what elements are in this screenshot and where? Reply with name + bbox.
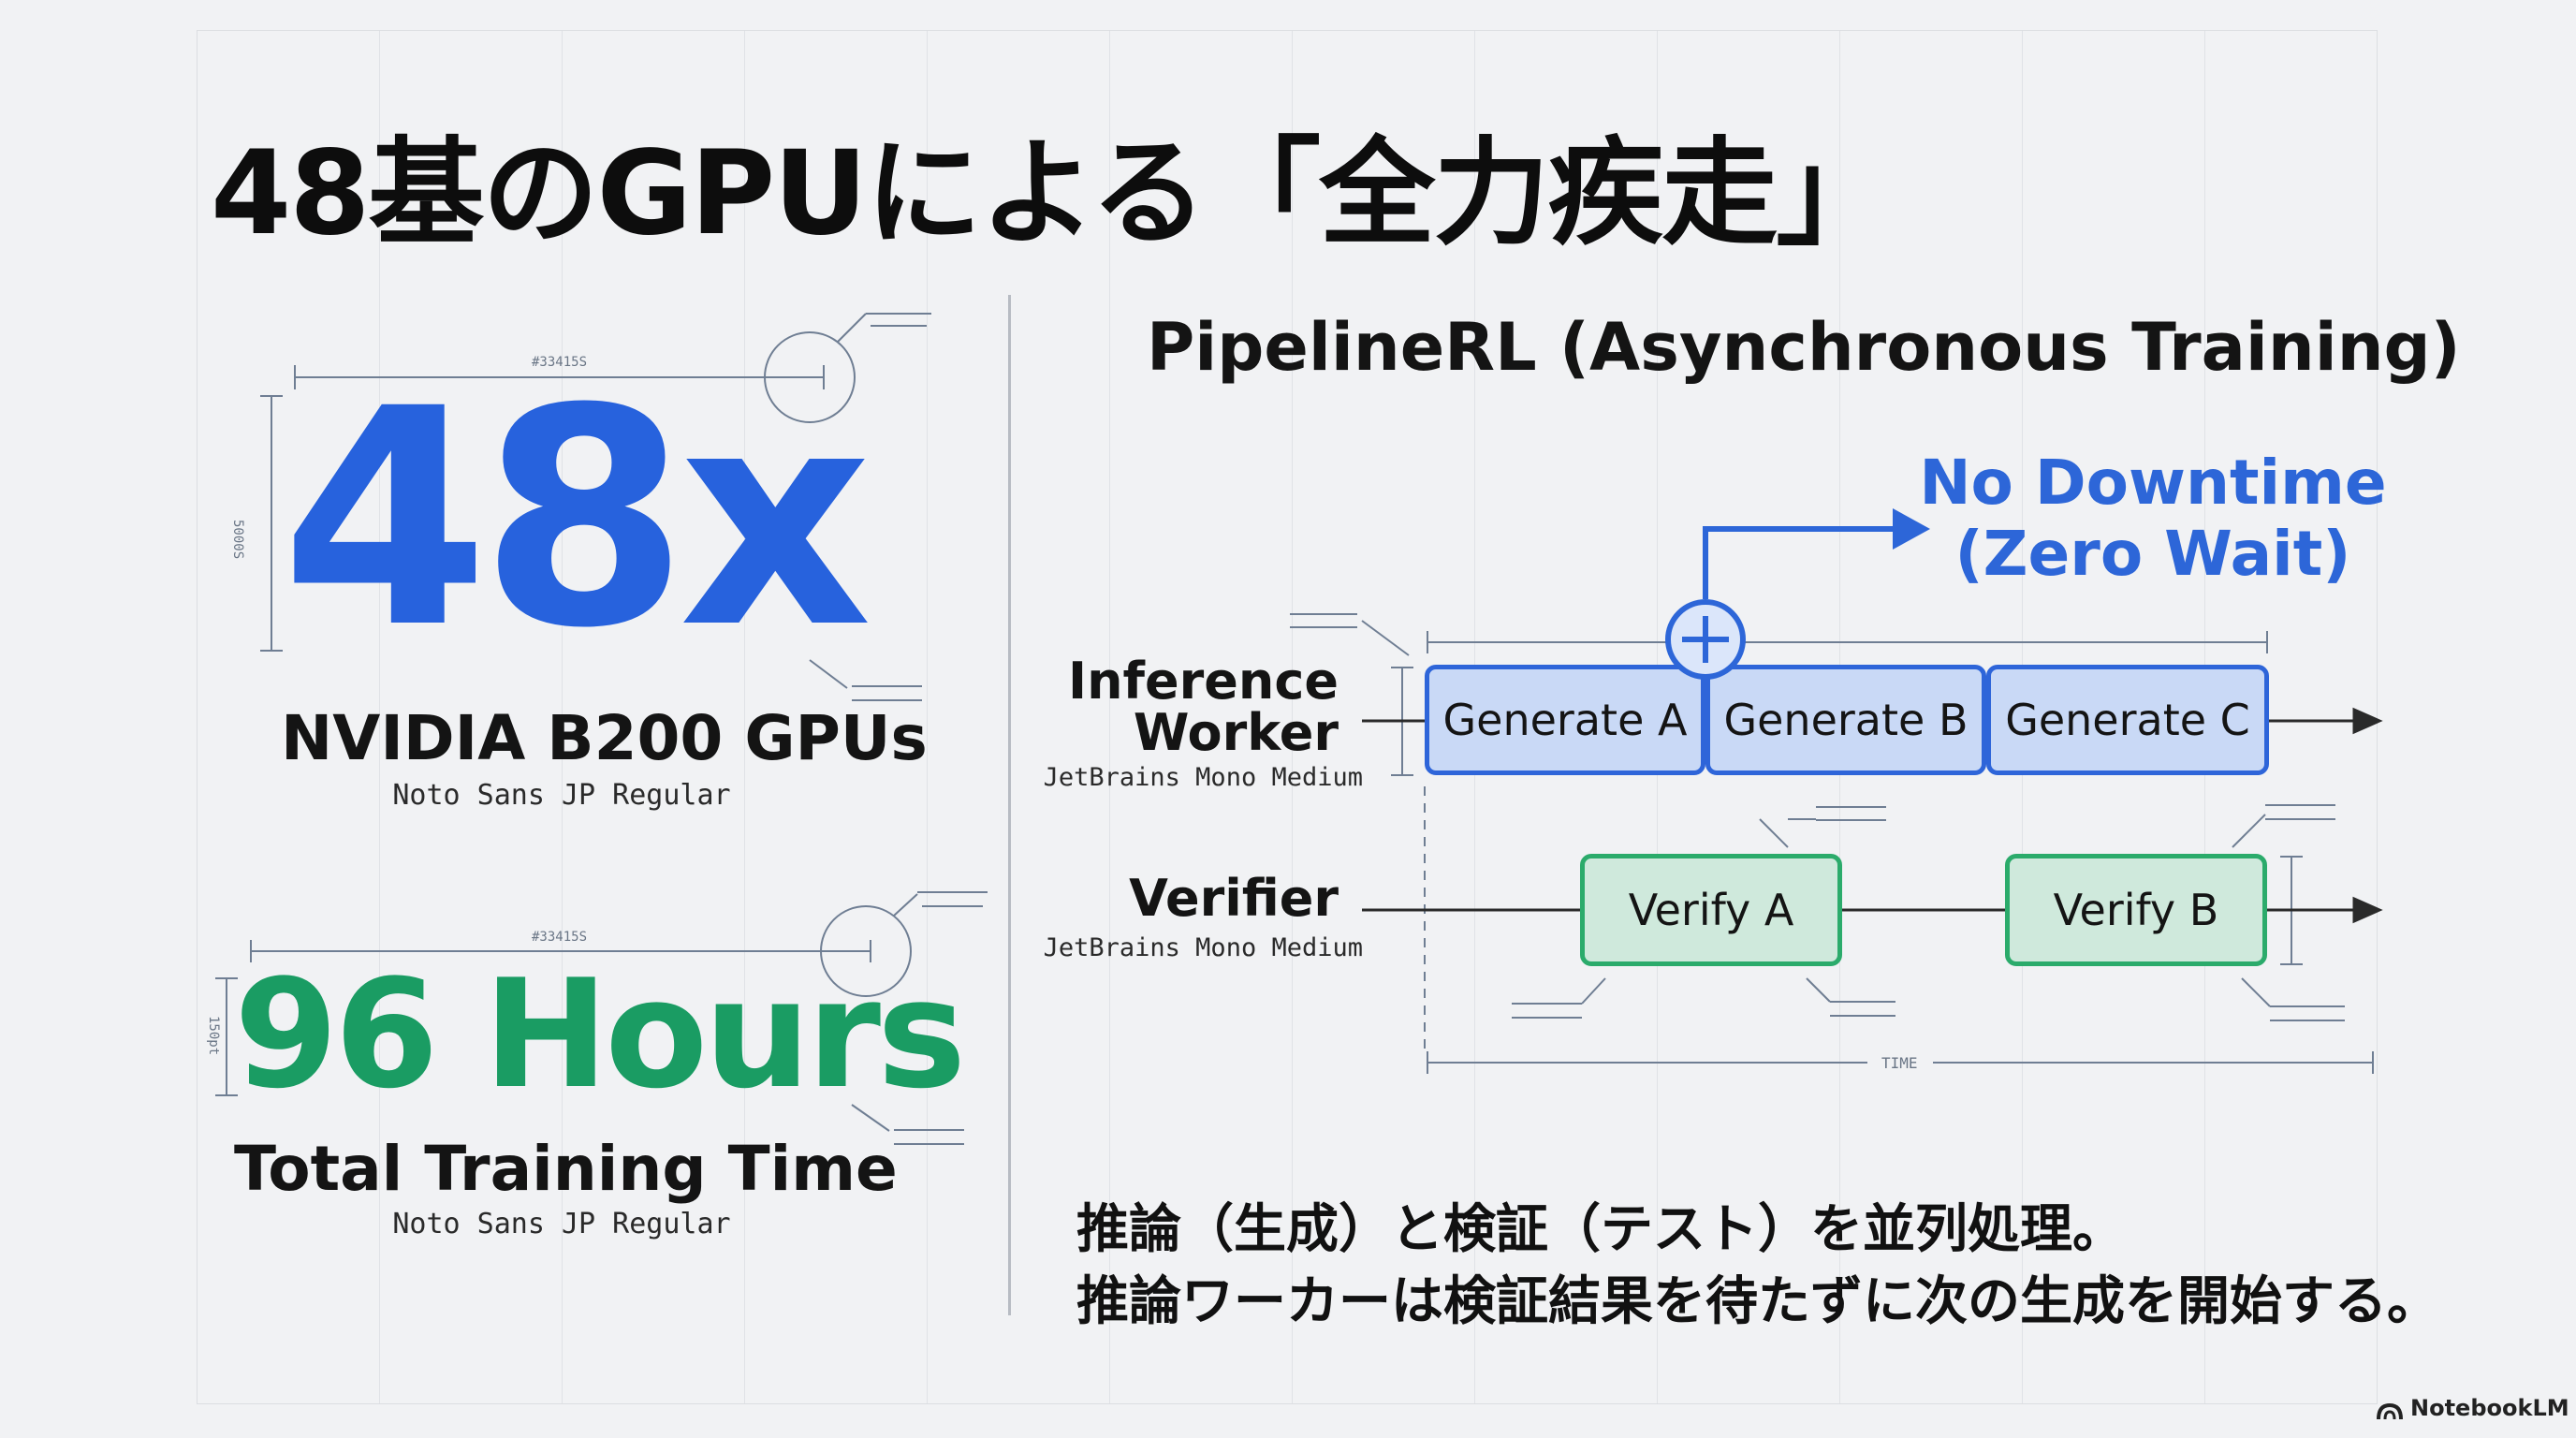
callout-circle xyxy=(764,331,856,423)
training-font-caption: Noto Sans JP Regular xyxy=(392,1208,731,1240)
notebooklm-icon xyxy=(2376,1401,2404,1421)
column-divider xyxy=(1008,295,1011,1315)
generate-b-box: Generate B xyxy=(1705,665,1986,775)
notebooklm-logo-text: NotebookLM xyxy=(2410,1395,2569,1421)
gpu-count-label: NVIDIA B200 GPUs xyxy=(281,702,928,774)
inference-worker-label-line2: Worker xyxy=(1133,703,1339,763)
generate-a-box: Generate A xyxy=(1425,665,1705,775)
verifier-font-caption: JetBrains Mono Medium xyxy=(1043,933,1363,962)
verify-a-box: Verify A xyxy=(1580,854,1842,966)
callout-circle xyxy=(820,905,912,997)
description-line2: 推論ワーカーは検証結果を待たずに次の生成を開始する。 xyxy=(1076,1271,2439,1332)
inference-worker-label: Inference Worker xyxy=(1030,655,1339,758)
gpu-count-value: 48x xyxy=(281,345,872,694)
grid-line xyxy=(927,30,928,1404)
no-downtime-arrow-line xyxy=(1703,526,1900,599)
gpu-font-caption: Noto Sans JP Regular xyxy=(392,779,731,812)
training-hours-label: Total Training Time xyxy=(234,1133,898,1205)
verifier-arrowhead xyxy=(2352,896,2383,924)
no-downtime-label: No Downtime (Zero Wait) xyxy=(1919,448,2387,590)
grid-line xyxy=(744,30,745,1404)
grid-line xyxy=(1109,30,1110,1404)
time-axis-label: TIME xyxy=(1881,1054,1918,1072)
inference-worker-label-line1: Inference xyxy=(1068,652,1339,711)
page-title: 48基のGPUによる「全力疾走」 xyxy=(211,126,1892,261)
grid-line xyxy=(379,30,380,1404)
training-hours-value: 96 Hours xyxy=(234,946,966,1122)
slide-frame xyxy=(197,30,2378,1404)
verify-b-box: Verify B xyxy=(2005,854,2267,966)
generate-c-box: Generate C xyxy=(1986,665,2269,775)
no-downtime-line2: (Zero Wait) xyxy=(1954,517,2351,590)
dimension-tag: #33415S xyxy=(532,930,588,945)
pipeline-title: PipelineRL (Asynchronous Training) xyxy=(1147,309,2461,386)
description-line1: 推論（生成）と検証（テスト）を並列処理。 xyxy=(1076,1199,2125,1260)
inference-arrowhead xyxy=(2352,707,2383,735)
no-downtime-line1: No Downtime xyxy=(1919,447,2387,519)
grid-line xyxy=(562,30,563,1404)
inference-font-caption: JetBrains Mono Medium xyxy=(1043,763,1363,792)
plus-circle-icon xyxy=(1665,599,1746,680)
verifier-label: Verifier xyxy=(1129,869,1339,928)
grid-line xyxy=(1292,30,1293,1404)
no-downtime-arrowhead xyxy=(1893,508,1930,550)
dimension-tag: #33415S xyxy=(532,355,588,370)
